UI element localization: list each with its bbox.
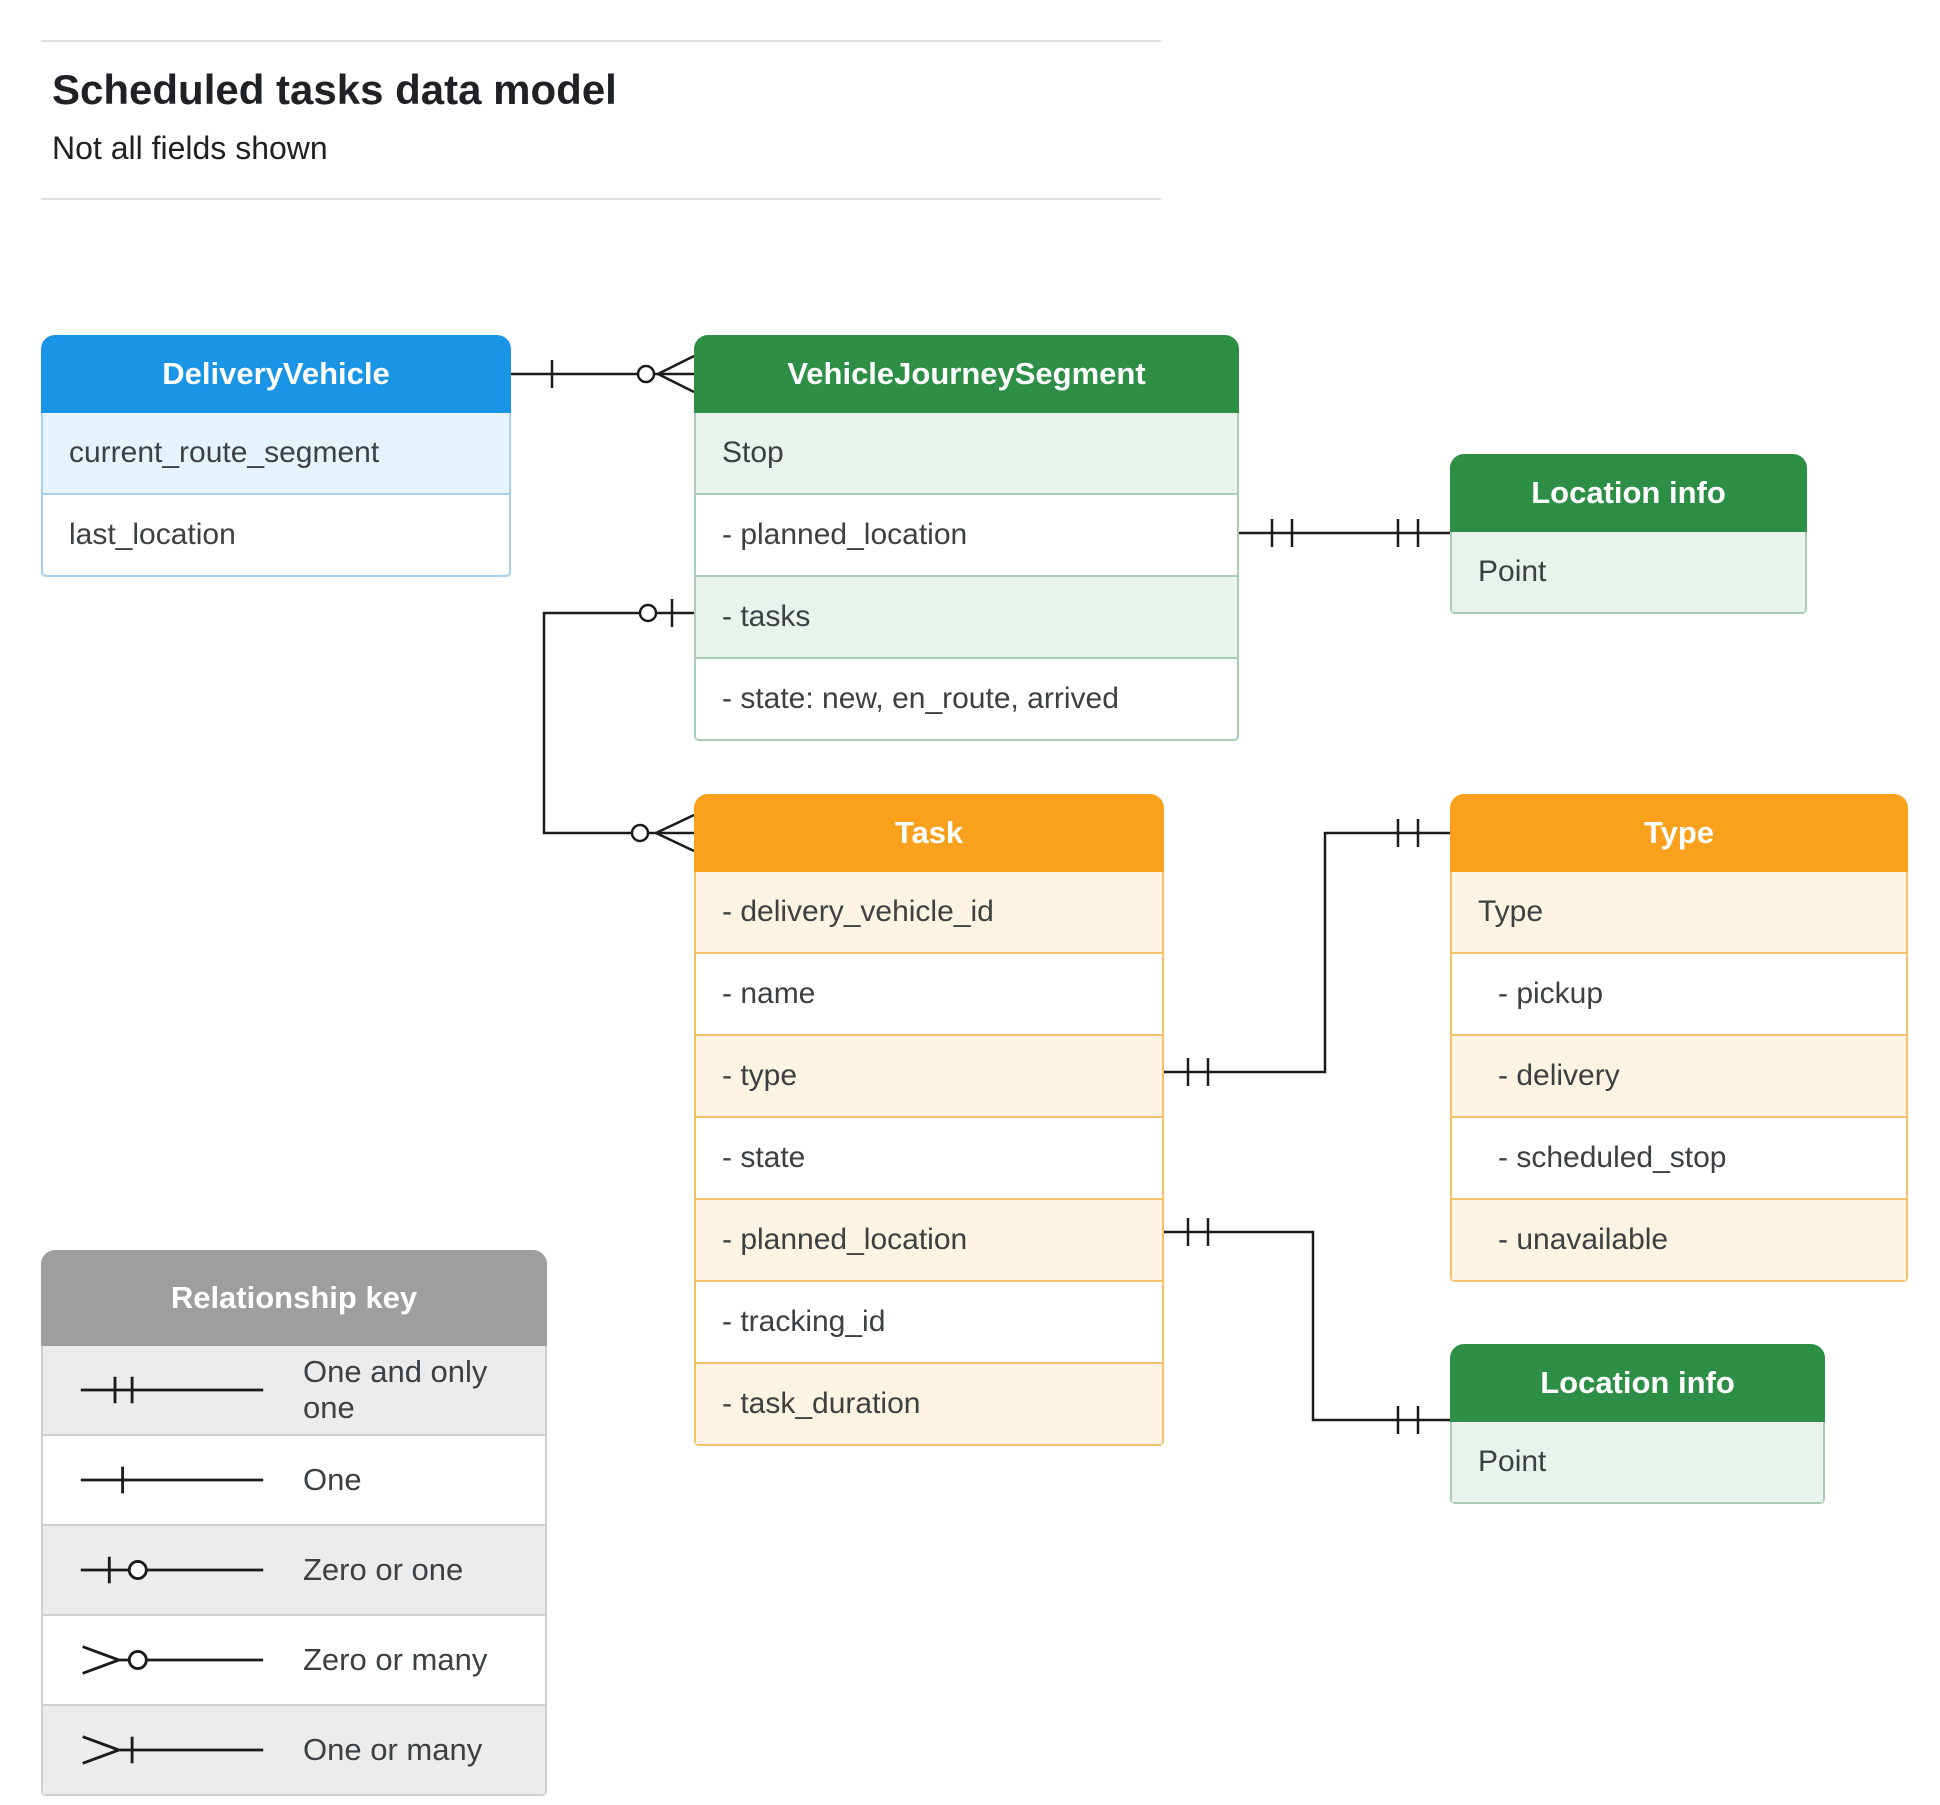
one-icon — [80, 1466, 264, 1494]
relationship-key: Relationship key One and only one One Ze… — [41, 1250, 547, 1796]
connector-deliveryvehicle-vehiclejourneysegment — [510, 354, 695, 394]
field-row: - tasks — [696, 575, 1237, 657]
field-row: - delivery — [1452, 1034, 1906, 1116]
field-row: - unavailable — [1452, 1198, 1906, 1280]
entity-title: VehicleJourneySegment — [694, 335, 1239, 413]
field-row: - name — [696, 952, 1162, 1034]
entity-location-info-bottom: Location info Point — [1450, 1344, 1825, 1504]
entity-delivery-vehicle: DeliveryVehicle current_route_segment la… — [41, 335, 511, 577]
entity-task: Task - delivery_vehicle_id - name - type… — [694, 794, 1164, 1446]
entity-title: Task — [694, 794, 1164, 872]
entity-title: DeliveryVehicle — [41, 335, 511, 413]
field-row: - delivery_vehicle_id — [696, 872, 1162, 952]
field-row: - task_duration — [696, 1362, 1162, 1444]
legend-item: One or many — [43, 1704, 545, 1794]
legend-label: One — [303, 1462, 362, 1497]
legend-item: One and only one — [43, 1346, 545, 1434]
top-rule — [41, 40, 1161, 42]
field-row: Point — [1452, 1422, 1823, 1502]
entity-type: Type Type - pickup - delivery - schedule… — [1450, 794, 1908, 1282]
field-row: Point — [1452, 532, 1805, 612]
page-subtitle: Not all fields shown — [52, 130, 328, 166]
field-row: Type — [1452, 872, 1906, 952]
legend-title: Relationship key — [41, 1250, 547, 1346]
field-row: last_location — [43, 493, 509, 575]
connector-task-type — [1163, 819, 1450, 1086]
field-row: - tracking_id — [696, 1280, 1162, 1362]
field-row: - pickup — [1452, 952, 1906, 1034]
field-row: - scheduled_stop — [1452, 1116, 1906, 1198]
entity-vehicle-journey-segment: VehicleJourneySegment Stop - planned_loc… — [694, 335, 1239, 741]
entity-title: Location info — [1450, 1344, 1825, 1422]
field-row: current_route_segment — [43, 413, 509, 493]
connector-task-locationinfo-bottom — [1163, 1218, 1450, 1434]
field-row: - type — [696, 1034, 1162, 1116]
legend-label: Zero or many — [303, 1642, 488, 1677]
field-row: - planned_location — [696, 493, 1237, 575]
field-row: - planned_location — [696, 1198, 1162, 1280]
connector-vjs-locationinfo-top — [1239, 519, 1450, 547]
legend-item: Zero or many — [43, 1614, 545, 1704]
legend-label: One and only one — [303, 1354, 488, 1425]
zero-or-many-icon — [82, 1645, 264, 1675]
header-rule — [41, 198, 1161, 200]
entity-location-info-top: Location info Point — [1450, 454, 1807, 614]
page-title: Scheduled tasks data model — [52, 66, 617, 113]
legend-label: Zero or one — [303, 1552, 464, 1587]
field-row: - state — [696, 1116, 1162, 1198]
one-and-only-one-icon — [80, 1376, 264, 1404]
field-row: - state: new, en_route, arrived — [696, 657, 1237, 739]
one-or-many-icon — [82, 1735, 264, 1765]
entity-title: Type — [1450, 794, 1908, 872]
field-row: Stop — [696, 413, 1237, 493]
legend-item: Zero or one — [43, 1524, 545, 1614]
connector-vjs-task — [542, 599, 695, 853]
zero-or-one-icon — [80, 1556, 264, 1584]
entity-title: Location info — [1450, 454, 1807, 532]
legend-label: One or many — [303, 1732, 483, 1767]
legend-item: One — [43, 1434, 545, 1524]
